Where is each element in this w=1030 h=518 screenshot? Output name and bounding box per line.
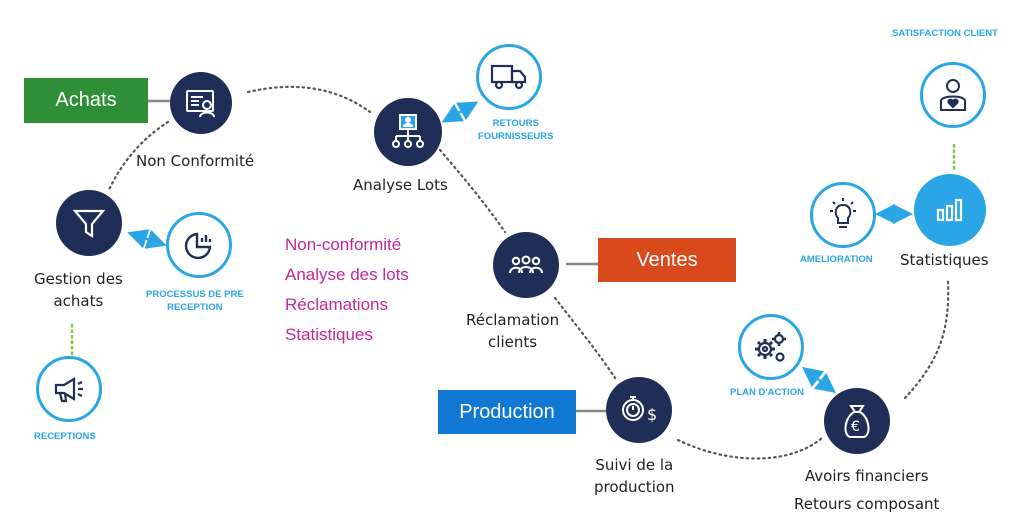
pie-chart-icon bbox=[184, 232, 212, 260]
reclamation-clients-node[interactable] bbox=[493, 232, 559, 298]
funnel-icon bbox=[72, 209, 106, 239]
gestion-achats-label: Gestion des achats bbox=[34, 270, 123, 310]
document-user-icon bbox=[186, 90, 215, 118]
megaphone-icon bbox=[54, 377, 83, 403]
retours-fournisseurs-label: RETOURS FOURNISSEURS bbox=[478, 118, 554, 142]
ventes-box: Ventes bbox=[598, 238, 736, 282]
amelioration-label: AMELIORATION bbox=[800, 254, 873, 265]
feature-item: Analyse des lots bbox=[285, 265, 409, 284]
feature-item: Non-conformité bbox=[285, 235, 402, 254]
people-group-icon bbox=[509, 255, 543, 274]
processus-pre-reception-label: PROCESSUS DE PRE RECEPTION bbox=[146, 289, 244, 313]
non-conformite-node[interactable] bbox=[170, 72, 232, 134]
achats-box: Achats bbox=[24, 78, 148, 123]
receptions-label: RECEPTIONS bbox=[34, 431, 96, 442]
retours-fournisseurs-node[interactable] bbox=[476, 44, 542, 110]
plan-action-node[interactable] bbox=[738, 314, 804, 380]
feature-item: Statistiques bbox=[285, 325, 373, 344]
processus-pre-reception-node[interactable] bbox=[166, 212, 232, 278]
analyse-lots-node[interactable] bbox=[374, 98, 442, 166]
production-box: Production bbox=[438, 390, 576, 434]
arrow-plan-avoirs bbox=[802, 366, 836, 394]
path-analyse-to-reclamation bbox=[438, 148, 507, 234]
bar-chart-icon bbox=[936, 198, 963, 222]
amelioration-node[interactable] bbox=[810, 182, 876, 248]
arrow-analyse-retours bbox=[441, 101, 479, 123]
satisfaction-client-label: SATISFACTION CLIENT bbox=[892, 28, 998, 39]
reclamation-clients-label: Réclamation clients bbox=[466, 311, 560, 351]
statistiques-label: Statistiques bbox=[900, 251, 989, 269]
truck-icon bbox=[490, 64, 527, 90]
gears-icon bbox=[755, 332, 786, 362]
euro-money-bag-icon: € bbox=[844, 405, 870, 438]
suivi-production-node[interactable]: $ bbox=[606, 377, 672, 443]
arrow-gestion-processus bbox=[127, 229, 167, 249]
lightbulb-icon bbox=[830, 198, 856, 228]
path-nc-to-analyse bbox=[246, 85, 372, 114]
svg-text:€: € bbox=[851, 419, 860, 435]
svg-text:$: $ bbox=[647, 405, 657, 424]
avoirs-node[interactable]: € bbox=[824, 388, 890, 454]
feature-list: Non-conformité Analyse des lots Réclamat… bbox=[285, 230, 409, 350]
org-chart-icon bbox=[392, 114, 424, 148]
feature-item: Réclamations bbox=[285, 295, 388, 314]
analyse-lots-label: Analyse Lots bbox=[353, 176, 448, 194]
path-suivi-to-avoirs bbox=[676, 436, 824, 460]
receptions-node[interactable] bbox=[36, 356, 102, 422]
suivi-production-label: Suivi de la production bbox=[594, 456, 675, 496]
avoirs-label: Avoirs financiers Retours composant bbox=[794, 467, 940, 513]
plan-action-label: PLAN D'ACTION bbox=[730, 387, 805, 398]
satisfaction-client-node[interactable] bbox=[920, 62, 986, 128]
statistiques-node[interactable] bbox=[914, 174, 986, 246]
non-conformite-label: Non Conformité bbox=[136, 152, 255, 170]
gestion-achats-node[interactable] bbox=[56, 190, 122, 256]
user-heart-icon bbox=[940, 79, 966, 111]
stopwatch-dollar-icon: $ bbox=[622, 396, 657, 424]
path-reclamation-to-suivi bbox=[553, 296, 617, 380]
path-nc-to-gestion bbox=[106, 120, 170, 194]
path-avoirs-to-stats bbox=[903, 278, 950, 400]
